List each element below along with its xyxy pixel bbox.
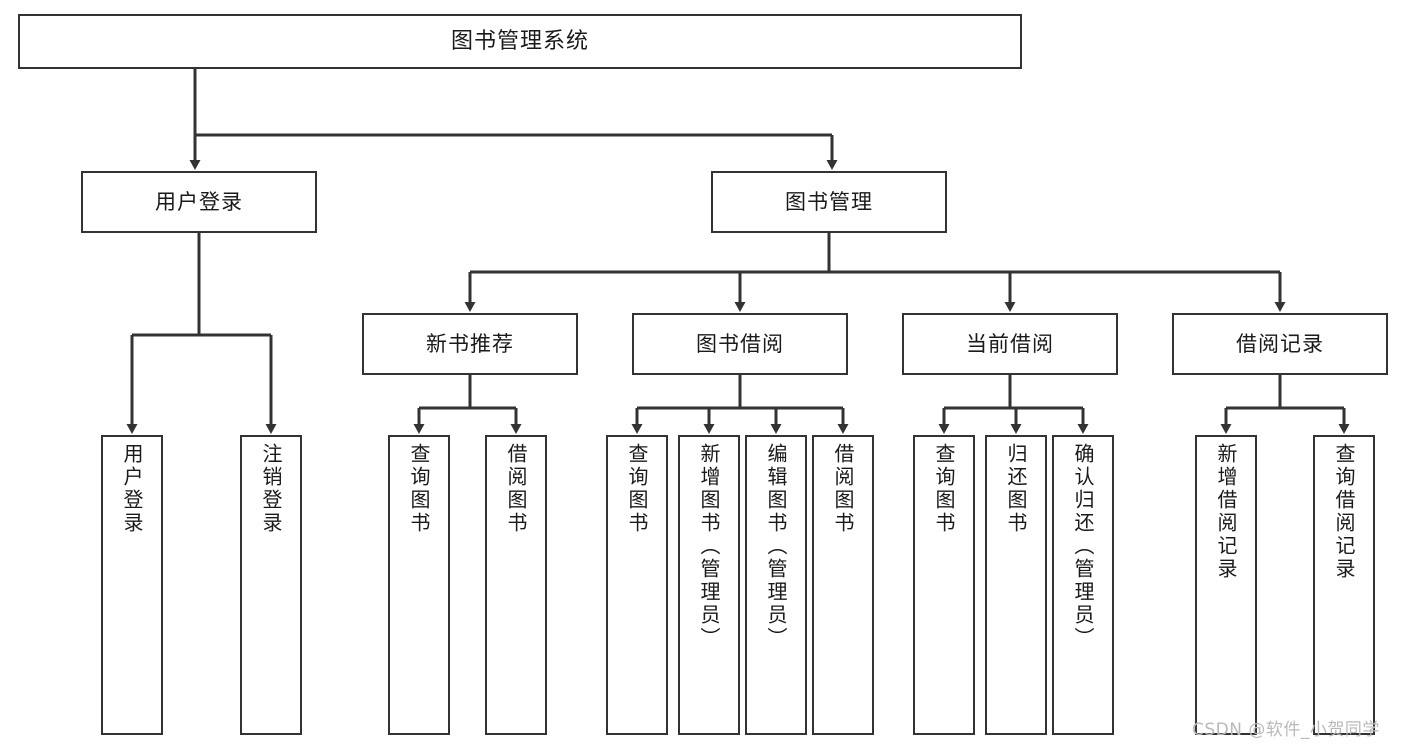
node-leaf-query-record[interactable]: 查询借阅记录 xyxy=(1313,435,1375,735)
node-new-book-recommend[interactable]: 新书推荐 xyxy=(362,313,578,375)
watermark: CSDN @软件_小贺同学 xyxy=(1192,720,1380,740)
node-leaf-return-book-label: 归还图书 xyxy=(1004,443,1028,535)
node-new-book-recommend-label: 新书推荐 xyxy=(426,331,514,356)
node-borrow-record[interactable]: 借阅记录 xyxy=(1172,313,1388,375)
node-user-login-label: 用户登录 xyxy=(155,189,243,214)
node-current-borrow[interactable]: 当前借阅 xyxy=(902,313,1118,375)
node-leaf-edit-book[interactable]: 编辑图书（管理员） xyxy=(745,435,807,735)
node-user-login[interactable]: 用户登录 xyxy=(81,171,317,233)
node-leaf-query-record-label: 查询借阅记录 xyxy=(1332,443,1356,581)
node-root-label: 图书管理系统 xyxy=(450,28,589,54)
node-leaf-logout-label: 注销登录 xyxy=(259,443,283,535)
node-leaf-query-book-cur[interactable]: 查询图书 xyxy=(913,435,975,735)
node-book-borrow-label: 图书借阅 xyxy=(696,331,784,356)
node-leaf-borrow-book-rec-label: 借阅图书 xyxy=(504,443,528,535)
node-book-borrow[interactable]: 图书借阅 xyxy=(632,313,848,375)
node-leaf-return-book[interactable]: 归还图书 xyxy=(985,435,1047,735)
node-leaf-borrow-book-brw-label: 借阅图书 xyxy=(831,443,855,535)
node-current-borrow-label: 当前借阅 xyxy=(966,331,1054,356)
node-leaf-add-book-label: 新增图书（管理员） xyxy=(697,443,721,650)
node-leaf-add-record[interactable]: 新增借阅记录 xyxy=(1195,435,1257,735)
node-leaf-confirm-return[interactable]: 确认归还（管理员） xyxy=(1052,435,1114,735)
node-leaf-query-book-rec-label: 查询图书 xyxy=(407,443,431,535)
node-leaf-user-login-label: 用户登录 xyxy=(120,443,144,535)
node-leaf-query-book-brw[interactable]: 查询图书 xyxy=(606,435,668,735)
node-leaf-user-login[interactable]: 用户登录 xyxy=(101,435,163,735)
node-leaf-add-book[interactable]: 新增图书（管理员） xyxy=(678,435,740,735)
node-leaf-confirm-return-label: 确认归还（管理员） xyxy=(1071,443,1095,650)
node-root[interactable]: 图书管理系统 xyxy=(18,14,1022,69)
node-book-manage[interactable]: 图书管理 xyxy=(711,171,947,233)
node-borrow-record-label: 借阅记录 xyxy=(1236,331,1324,356)
node-leaf-query-book-cur-label: 查询图书 xyxy=(932,443,956,535)
node-leaf-borrow-book-rec[interactable]: 借阅图书 xyxy=(485,435,547,735)
node-leaf-logout[interactable]: 注销登录 xyxy=(240,435,302,735)
node-leaf-borrow-book-brw[interactable]: 借阅图书 xyxy=(812,435,874,735)
node-leaf-query-book-rec[interactable]: 查询图书 xyxy=(388,435,450,735)
node-leaf-edit-book-label: 编辑图书（管理员） xyxy=(764,443,788,650)
node-leaf-query-book-brw-label: 查询图书 xyxy=(625,443,649,535)
node-book-manage-label: 图书管理 xyxy=(785,189,873,214)
node-leaf-add-record-label: 新增借阅记录 xyxy=(1214,443,1238,581)
